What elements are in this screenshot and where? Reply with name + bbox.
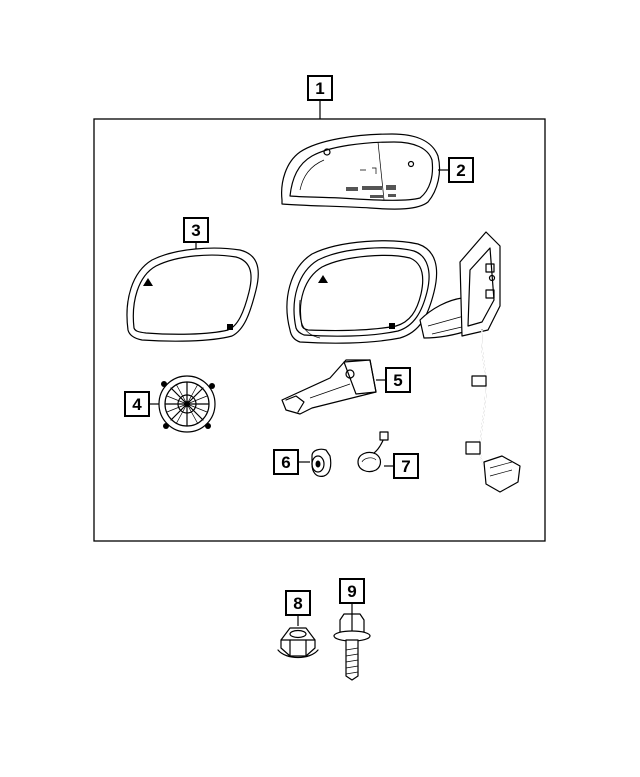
callout-6: 6 — [273, 449, 299, 475]
mirror-cover-part — [281, 133, 448, 210]
callout-4: 4 — [124, 391, 150, 417]
callout-7: 7 — [393, 453, 419, 479]
hex-nut-part — [277, 616, 319, 659]
callout-2: 2 — [448, 157, 474, 183]
flange-bolt-part — [333, 604, 371, 681]
mirror-housing — [286, 231, 521, 493]
puddle-lamp-part — [298, 448, 332, 477]
callout-9: 9 — [339, 578, 365, 604]
actuator-motor-part — [150, 375, 216, 433]
callout-3: 3 — [183, 217, 209, 243]
mirror-glass-part — [126, 243, 259, 342]
wire-pigtail-part — [357, 431, 394, 473]
callout-1: 1 — [307, 75, 333, 101]
callout-5: 5 — [385, 367, 411, 393]
turn-signal-part — [281, 359, 386, 415]
callout-8: 8 — [285, 590, 311, 616]
